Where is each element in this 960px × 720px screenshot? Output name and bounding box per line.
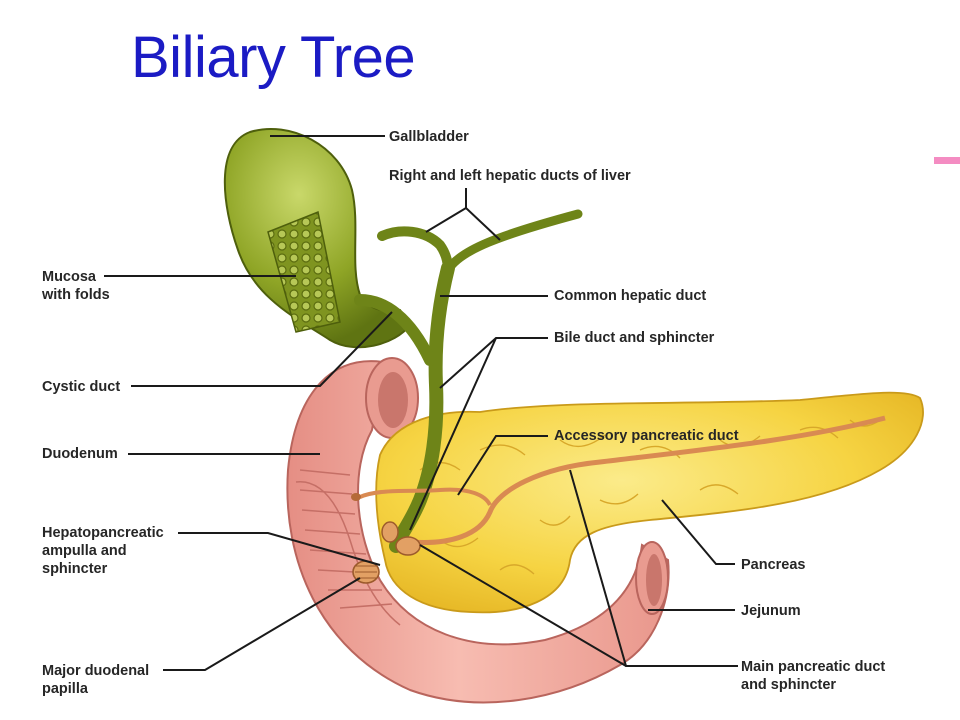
label-accessory-pancreatic-duct: Accessory pancreatic duct <box>554 428 739 444</box>
jejunum-shape <box>635 541 669 615</box>
label-jejunum: Jejunum <box>741 603 801 619</box>
page-title: Biliary Tree <box>131 25 416 90</box>
label-bile-duct: Bile duct and sphincter <box>554 330 715 346</box>
bile-ducts <box>354 209 583 553</box>
pancreas-shape <box>375 391 924 614</box>
label-pancreas: Pancreas <box>741 557 806 573</box>
label-main-pancreatic-duct: Main pancreatic duct and sphincter <box>741 659 886 693</box>
label-hepatic-ducts: Right and left hepatic ducts of liver <box>389 168 631 184</box>
label-major-papilla: Major duodenal papilla <box>42 663 150 697</box>
label-mucosa: Mucosa with folds <box>42 269 110 303</box>
label-hepatopancreatic: Hepatopancreatic ampulla and sphincter <box>42 525 164 577</box>
accent-bar <box>934 157 960 164</box>
pancreatic-ducts <box>351 415 886 584</box>
label-common-hepatic-duct: Common hepatic duct <box>554 288 707 304</box>
label-cystic-duct: Cystic duct <box>42 379 121 395</box>
label-duodenum: Duodenum <box>42 446 118 462</box>
leader-lines <box>104 135 738 671</box>
label-gallbladder: Gallbladder <box>389 129 469 145</box>
